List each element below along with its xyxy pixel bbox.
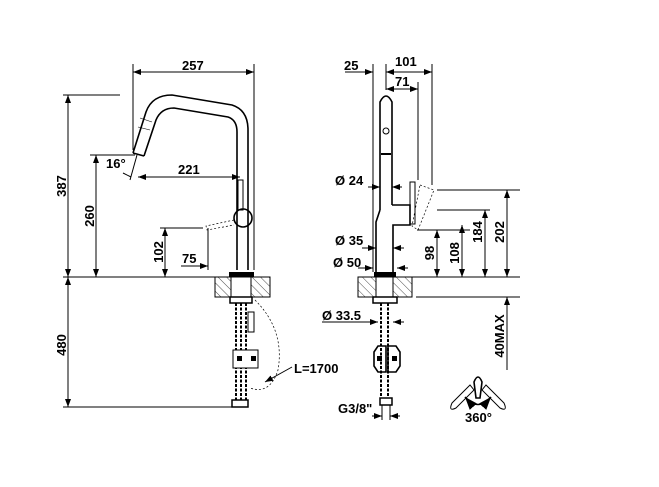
dim-260: 260: [82, 205, 97, 227]
hoses: [231, 299, 293, 408]
dim-102: 102: [151, 241, 166, 263]
front-view: 25 101 71 Ø 24 Ø 35 Ø 50 Ø 33.5 98 108 1…: [322, 54, 520, 420]
dim-480: 480: [54, 334, 69, 356]
dim-71: 71: [395, 74, 409, 89]
side-view: 257 387 260 102 221 75 16° 480 L=1700: [54, 58, 338, 408]
hose-length: L=1700: [294, 361, 338, 376]
dim-257: 257: [182, 58, 204, 73]
dim-40max: 40MAX: [492, 314, 507, 358]
dim-25: 25: [344, 58, 358, 73]
rotation-label: 360°: [465, 410, 492, 425]
dim-diameter-33-5: Ø 33.5: [322, 308, 361, 323]
connection-thread: G3/8": [338, 401, 372, 416]
rotation-360-icon: 360°: [450, 376, 506, 425]
dim-diameter-24: Ø 24: [335, 173, 364, 188]
dim-101: 101: [395, 54, 417, 69]
dim-75: 75: [182, 251, 196, 266]
dim-98: 98: [422, 246, 437, 260]
dim-202: 202: [492, 221, 507, 243]
dim-221: 221: [178, 162, 200, 177]
spout-outline: [132, 94, 249, 270]
dim-387: 387: [54, 175, 69, 197]
dim-diameter-35: Ø 35: [335, 233, 363, 248]
dim-diameter-50: Ø 50: [333, 255, 361, 270]
dim-184: 184: [470, 220, 485, 242]
lever-knob: [233, 208, 253, 228]
front-spout: [379, 95, 393, 210]
dim-angle-16: 16°: [106, 156, 126, 171]
dim-108: 108: [447, 242, 462, 264]
